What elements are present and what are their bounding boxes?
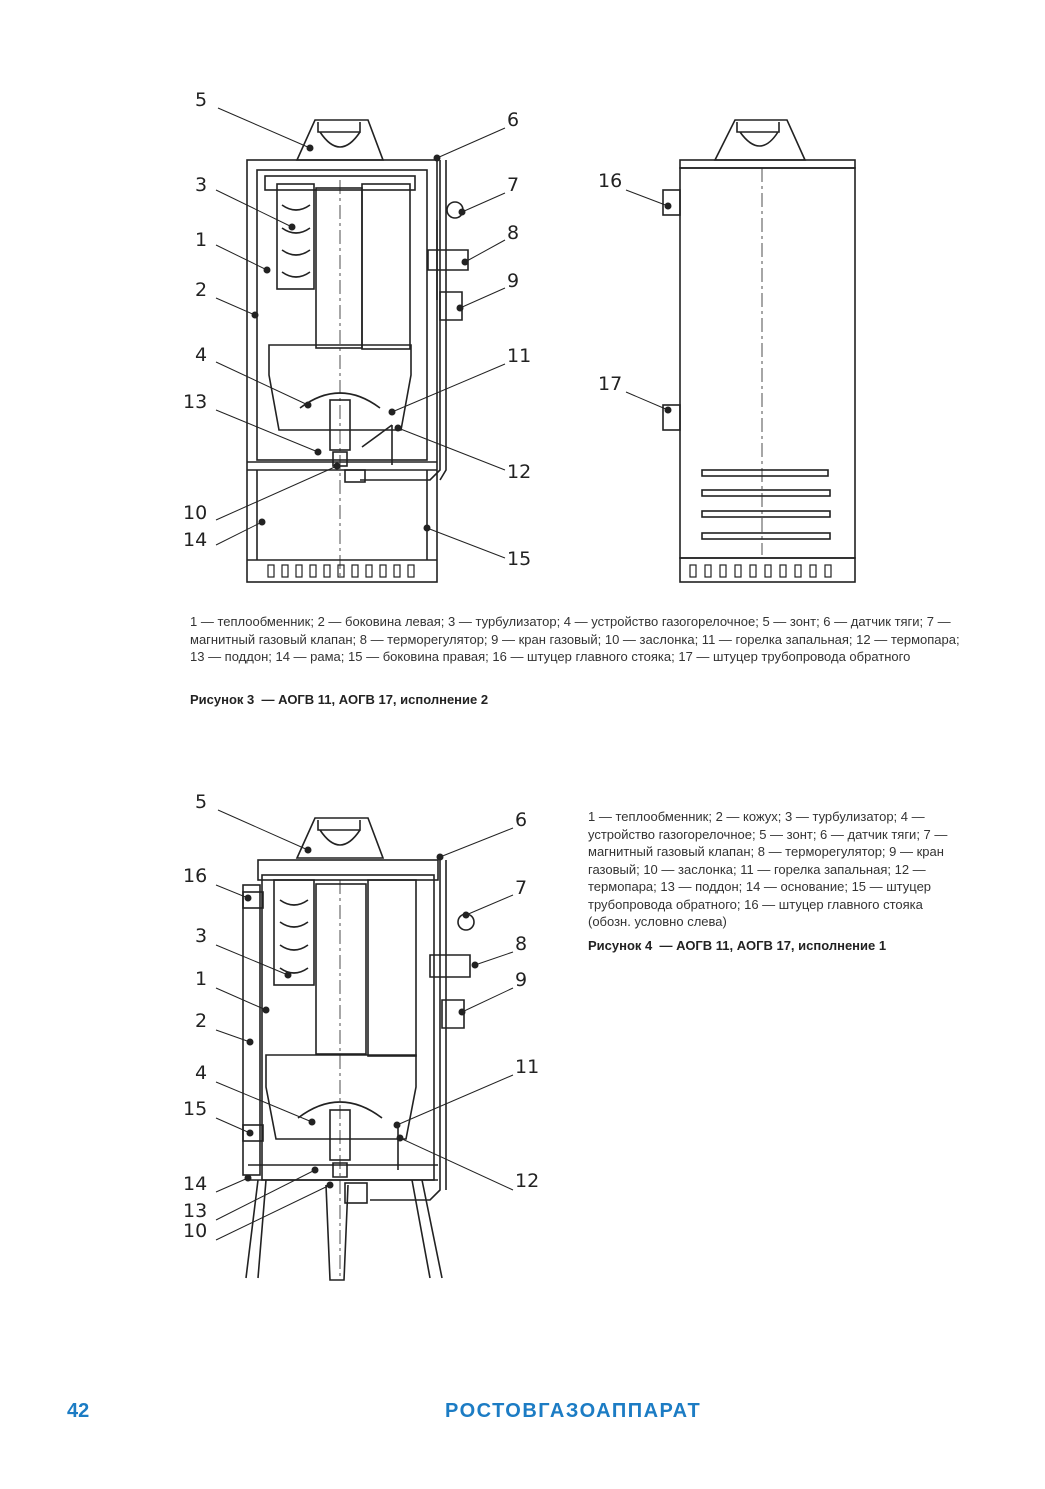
- label-4: 4: [195, 1062, 207, 1084]
- label-12: 12: [515, 1170, 539, 1192]
- brand-logo: РОСТОВГАЗОАППАРАТ: [445, 1400, 702, 1422]
- page-number: 42: [67, 1400, 90, 1422]
- label-11: 11: [507, 345, 531, 367]
- label-16: 16: [183, 865, 207, 887]
- label-14: 14: [183, 1173, 207, 1195]
- label-13: 13: [183, 1200, 207, 1222]
- label-8: 8: [507, 222, 519, 244]
- figure3-side-view: [625, 119, 856, 583]
- label-15: 15: [183, 1098, 207, 1120]
- label-10: 10: [183, 1220, 207, 1242]
- figure3-front-view: [215, 107, 506, 583]
- label-5: 5: [195, 89, 207, 111]
- label-3: 3: [195, 174, 207, 196]
- label-2: 2: [195, 279, 207, 301]
- label-9: 9: [515, 969, 527, 991]
- label-4: 4: [195, 344, 207, 366]
- label-10: 10: [183, 502, 207, 524]
- figure3-legend: 1 — теплообменник; 2 — боковина левая; 3…: [190, 614, 960, 664]
- label-16: 16: [598, 170, 622, 192]
- figure4-front-view: [215, 809, 514, 1281]
- label-7: 7: [515, 877, 527, 899]
- figure3-title: Рисунок 3 — АОГВ 11, АОГВ 17, исполнение…: [190, 692, 489, 707]
- figure3-number-labels: 5 6 3 7 1 8 2 9 4 11 13 12 10 14 15 16 1…: [183, 89, 622, 570]
- label-6: 6: [507, 109, 519, 131]
- label-9: 9: [507, 270, 519, 292]
- figure4-number-labels: 5 6 16 7 3 8 1 9 2 11 4 15 12 14 13 10: [183, 791, 539, 1242]
- label-14: 14: [183, 529, 207, 551]
- label-3: 3: [195, 925, 207, 947]
- label-1: 1: [195, 968, 207, 990]
- label-12: 12: [507, 461, 531, 483]
- label-1: 1: [195, 229, 207, 251]
- label-7: 7: [507, 174, 519, 196]
- figure4-legend: 1 — теплообменник; 2 — кожух; 3 — турбул…: [588, 809, 948, 929]
- label-13: 13: [183, 391, 207, 413]
- label-2: 2: [195, 1010, 207, 1032]
- figure4-title: Рисунок 4 — АОГВ 11, АОГВ 17, исполнение…: [588, 938, 887, 953]
- label-17: 17: [598, 373, 622, 395]
- label-6: 6: [515, 809, 527, 831]
- label-11: 11: [515, 1056, 539, 1078]
- label-15: 15: [507, 548, 531, 570]
- label-8: 8: [515, 933, 527, 955]
- label-5: 5: [195, 791, 207, 813]
